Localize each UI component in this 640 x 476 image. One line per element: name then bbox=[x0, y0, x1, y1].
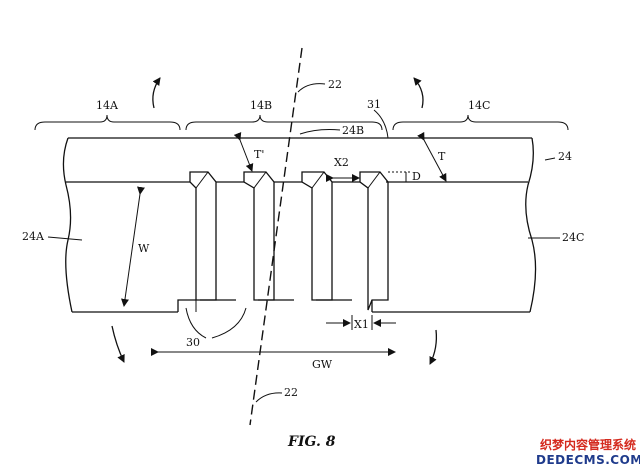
label-ref-31: 31 bbox=[367, 98, 381, 111]
label-thickness-prime: T' bbox=[254, 148, 264, 161]
thickness-prime-arrow bbox=[233, 132, 254, 172]
label-strip-24c: 24C bbox=[562, 231, 584, 244]
rotation-arrow-top-right bbox=[413, 77, 424, 109]
leader-ribs-2 bbox=[211, 307, 247, 339]
rib-2 bbox=[243, 171, 275, 301]
thickness-arrow bbox=[417, 131, 447, 182]
label-groove-width: GW bbox=[312, 358, 333, 371]
label-ribs: 30 bbox=[186, 336, 200, 349]
figure-caption: FIG. 8 bbox=[287, 434, 336, 450]
leader-22-bottom bbox=[255, 392, 283, 403]
label-width: W bbox=[138, 242, 150, 255]
brace-14b bbox=[185, 114, 383, 131]
rotation-arrow-top-left bbox=[152, 77, 161, 109]
leader-31 bbox=[373, 109, 389, 139]
label-gap-x1: X1 bbox=[354, 318, 369, 331]
label-gap-x2: X2 bbox=[334, 156, 349, 169]
label-region-14b: 14B bbox=[250, 99, 272, 112]
rib-1 bbox=[189, 171, 217, 312]
rotation-arrow-bottom-right bbox=[429, 329, 438, 365]
label-axis-bottom: 22 bbox=[284, 386, 298, 399]
rotation-axis-line bbox=[249, 47, 303, 426]
label-region-14a: 14A bbox=[96, 99, 119, 112]
label-strip-24a: 24A bbox=[22, 230, 45, 243]
leader-22-top bbox=[297, 83, 326, 93]
watermark-line-1: 织梦内容管理系统 bbox=[539, 438, 636, 452]
watermark-line-2: DEDECMS.COM bbox=[536, 453, 640, 467]
brace-14a bbox=[34, 114, 181, 131]
strip-right-edge bbox=[525, 137, 537, 313]
label-strip-24: 24 bbox=[558, 150, 572, 163]
label-depth: D bbox=[412, 170, 421, 183]
width-arrow bbox=[121, 186, 145, 307]
leader-24b bbox=[299, 129, 341, 135]
label-axis-top: 22 bbox=[328, 78, 342, 91]
label-region-14c: 14C bbox=[468, 99, 490, 112]
strip-left-edge bbox=[62, 137, 73, 313]
label-thickness: T bbox=[438, 150, 446, 163]
brace-14c bbox=[392, 114, 569, 131]
leader-24 bbox=[544, 157, 556, 161]
label-strip-24b: 24B bbox=[342, 124, 364, 137]
leader-ribs-1 bbox=[185, 307, 207, 339]
leader-24a bbox=[47, 236, 83, 241]
rib-4 bbox=[359, 171, 389, 311]
rib-3 bbox=[301, 171, 333, 301]
rotation-arrow-bottom-left bbox=[111, 325, 125, 363]
groove-bottom bbox=[177, 299, 373, 312]
watermark: 织梦内容管理系统 DEDECMS.COM bbox=[536, 438, 640, 468]
